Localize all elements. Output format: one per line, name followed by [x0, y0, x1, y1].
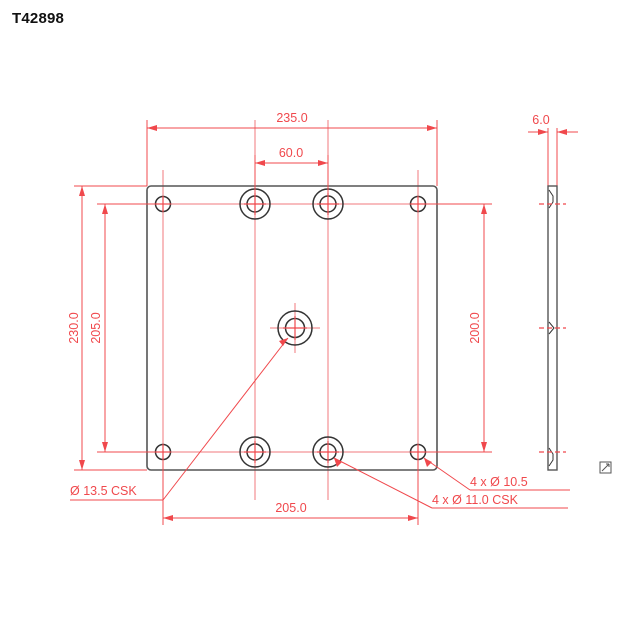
arrow-bottom-200: [481, 442, 487, 452]
csk-hole-bottom-left-outer: [239, 436, 271, 468]
arrow-right-235: [427, 125, 437, 131]
leader-csk-holes: [333, 457, 568, 509]
center-hole-outer: [277, 310, 313, 346]
arrow-left-205h: [163, 515, 173, 521]
leader-corner-holes: [423, 457, 570, 491]
arrow-right-60: [318, 160, 328, 166]
dimension-bottom-hole-pitch: [162, 452, 419, 525]
callout-label-center-csk: Ø 13.5 CSK: [70, 484, 137, 498]
dimension-label-center-pair-pitch: 60.0: [279, 146, 303, 160]
sheet-corner-mark: [599, 461, 612, 474]
plate-outline: [146, 185, 438, 471]
arrow-left-60: [255, 160, 265, 166]
leader-center-csk: [70, 337, 289, 501]
dimension-label-overall-width: 235.0: [276, 111, 307, 125]
center-hole-crosshair: [283, 316, 307, 340]
dimension-thickness: [528, 128, 578, 186]
arrow-left-235: [147, 125, 157, 131]
side-view-centerlines: [539, 203, 566, 453]
arrow-top-205v: [102, 204, 108, 214]
arrow-in-right-6: [557, 129, 567, 135]
dimension-overall-width: [146, 120, 438, 186]
leader-line-center-csk: [162, 337, 289, 501]
leader-arrow-center-csk: [279, 338, 288, 346]
dimension-left-hole-pitch: [97, 203, 163, 453]
csk-hole-bottom-right-outer: [312, 436, 344, 468]
arrow-bottom-205v: [102, 442, 108, 452]
callout-label-csk-holes: 4 x Ø 11.0 CSK: [432, 493, 519, 507]
dimension-label-bottom-hole-pitch: 205.0: [275, 501, 306, 515]
leader-line-corner-holes: [423, 457, 471, 491]
arrow-top-230: [79, 186, 85, 196]
front-view-centerlines: [120, 120, 470, 500]
dimension-label-overall-height: 230.0: [67, 312, 81, 343]
dimension-label-right-hole-pitch: 200.0: [468, 312, 482, 343]
page-title: T42898: [12, 10, 65, 27]
arrow-in-left-6: [538, 129, 548, 135]
arrow-bottom-230: [79, 460, 85, 470]
dimension-center-pair-pitch: [254, 155, 329, 204]
dimension-label-left-hole-pitch: 205.0: [89, 312, 103, 343]
leader-arrow-corner-holes: [424, 458, 432, 467]
side-view-body: [539, 185, 566, 471]
side-view-csk-marks: [548, 189, 555, 467]
leader-line-csk-holes: [333, 457, 433, 509]
dimension-right-hole-pitch: [418, 203, 492, 453]
leader-arrow-csk-holes: [334, 458, 342, 467]
dimension-overall-height: [74, 185, 147, 471]
dimension-label-thickness: 6.0: [532, 113, 549, 127]
arrow-top-200: [481, 204, 487, 214]
callout-label-corner-holes: 4 x Ø 10.5: [470, 475, 528, 489]
arrow-right-205h: [408, 515, 418, 521]
